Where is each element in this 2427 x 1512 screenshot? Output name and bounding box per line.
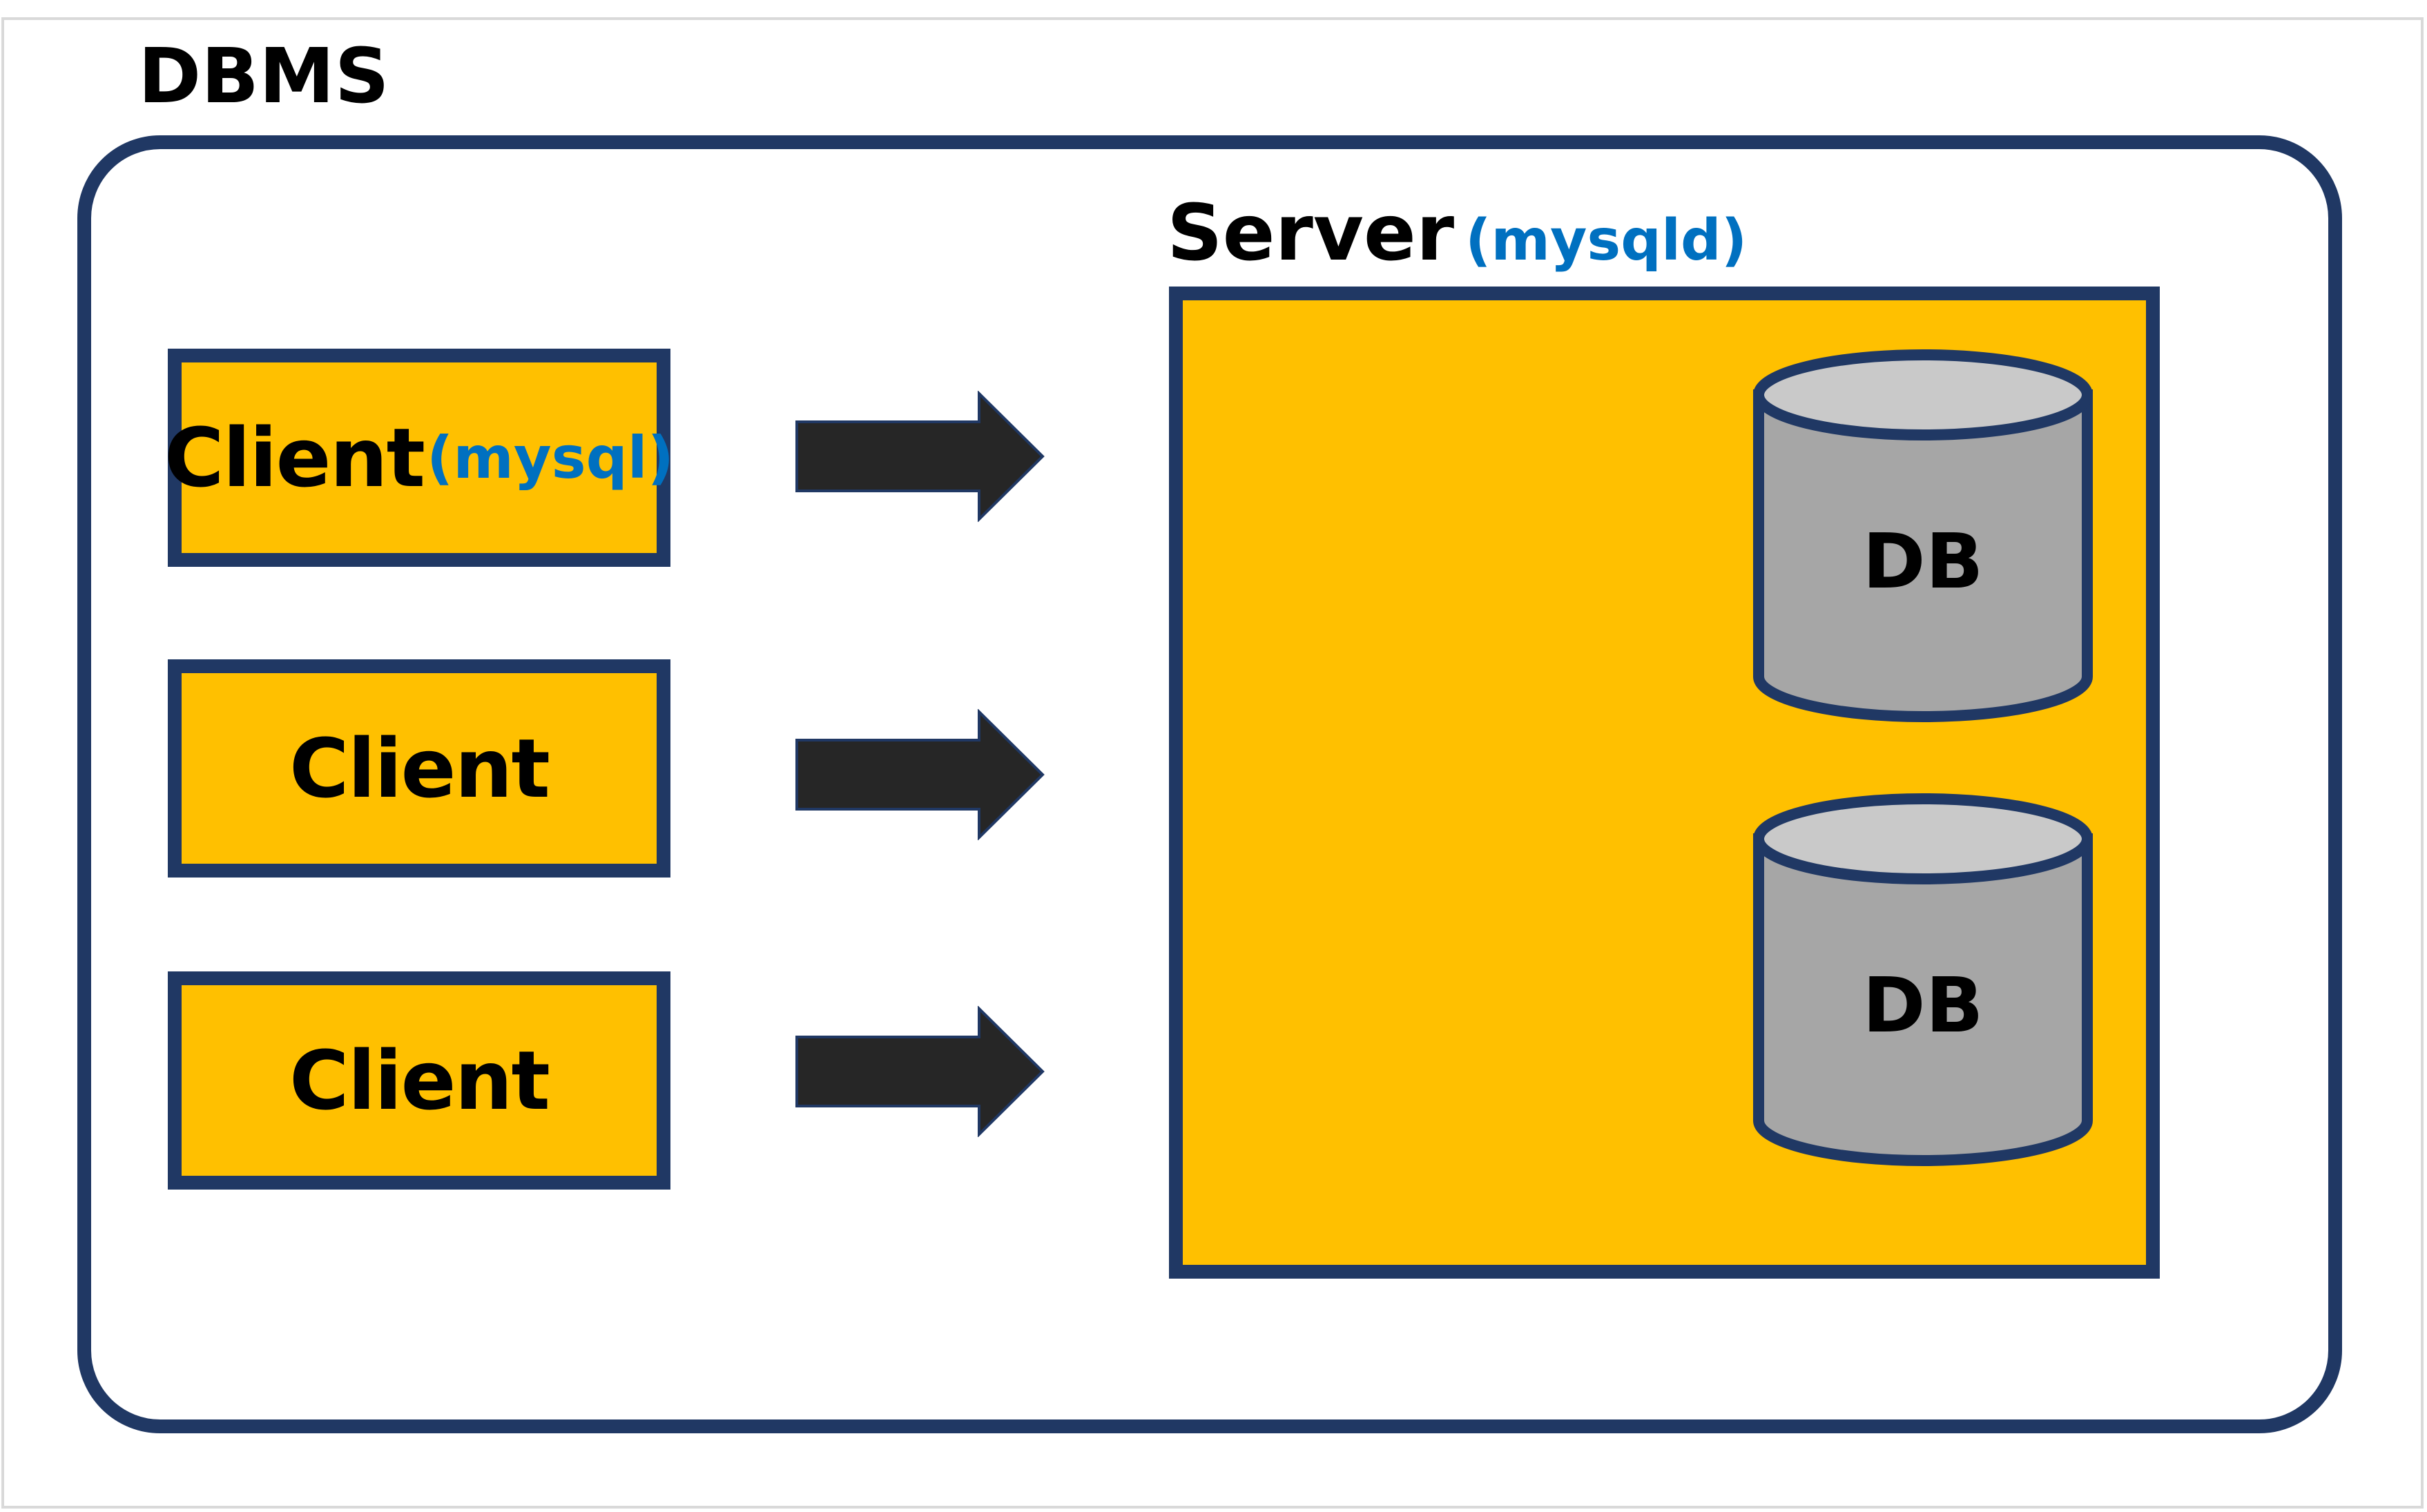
client-box-3: Client	[168, 971, 670, 1190]
server-label: Server	[1167, 188, 1455, 278]
client-box-1: Client(mysql)	[164, 349, 674, 567]
arrow-right-icon	[795, 391, 1045, 522]
database-label-1: DB	[1862, 517, 1984, 605]
dbms-container	[77, 135, 2342, 1433]
arrow-right-icon	[795, 1006, 1045, 1137]
client-label-2: Client	[289, 721, 550, 816]
diagram-frame	[1, 17, 2424, 1509]
database-cylinder-1: DB	[1750, 345, 2096, 725]
database-cylinder-2: DB	[1750, 789, 2096, 1169]
arrow-right-icon	[795, 709, 1045, 840]
database-icon	[1753, 793, 2093, 1166]
client-sub-label-1: (mysql)	[426, 424, 674, 492]
client-box-2: Client	[168, 659, 670, 878]
server-sub-label: (mysqld)	[1465, 208, 1748, 273]
client-label-3: Client	[289, 1033, 550, 1128]
database-icon	[1753, 349, 2093, 722]
server-title: Server(mysqld)	[1167, 195, 1747, 272]
dbms-title: DBMS	[138, 32, 389, 120]
client-label-1: Client	[164, 410, 425, 505]
database-label-2: DB	[1862, 961, 1984, 1049]
